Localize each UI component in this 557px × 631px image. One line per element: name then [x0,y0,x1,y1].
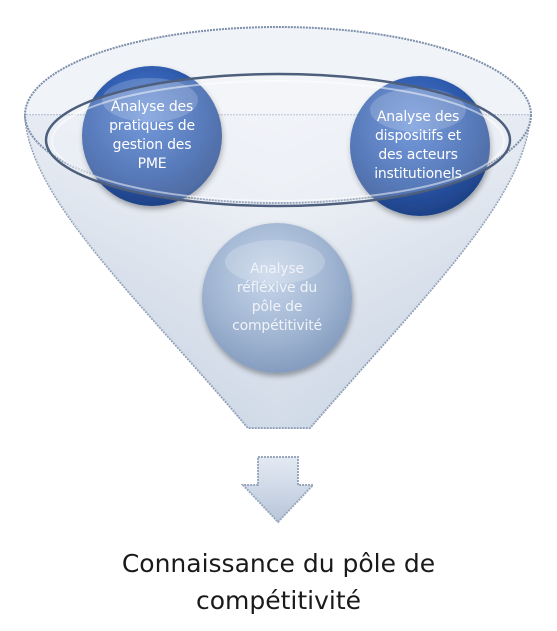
input-label-gestion-pme: Analyse des pratiques de gestion des PME [109,99,195,172]
input-label-dispositifs-acteurs: Analyse des dispositifs et des acteurs i… [374,109,462,182]
input-label-analyse-reflexive: Analyse réfléxive du pôle de compétitivi… [232,261,322,334]
input-circle-1 [82,66,222,206]
down-arrow-icon [240,456,316,524]
output-label: Connaissance du pôle de compétitivité [121,549,436,615]
funnel-rim-inner-glow [51,80,505,202]
input-circle-3-highlight [225,240,325,284]
input-circle-3 [202,223,352,373]
funnel-rim-inner [44,72,512,208]
input-circle-2 [350,76,490,216]
